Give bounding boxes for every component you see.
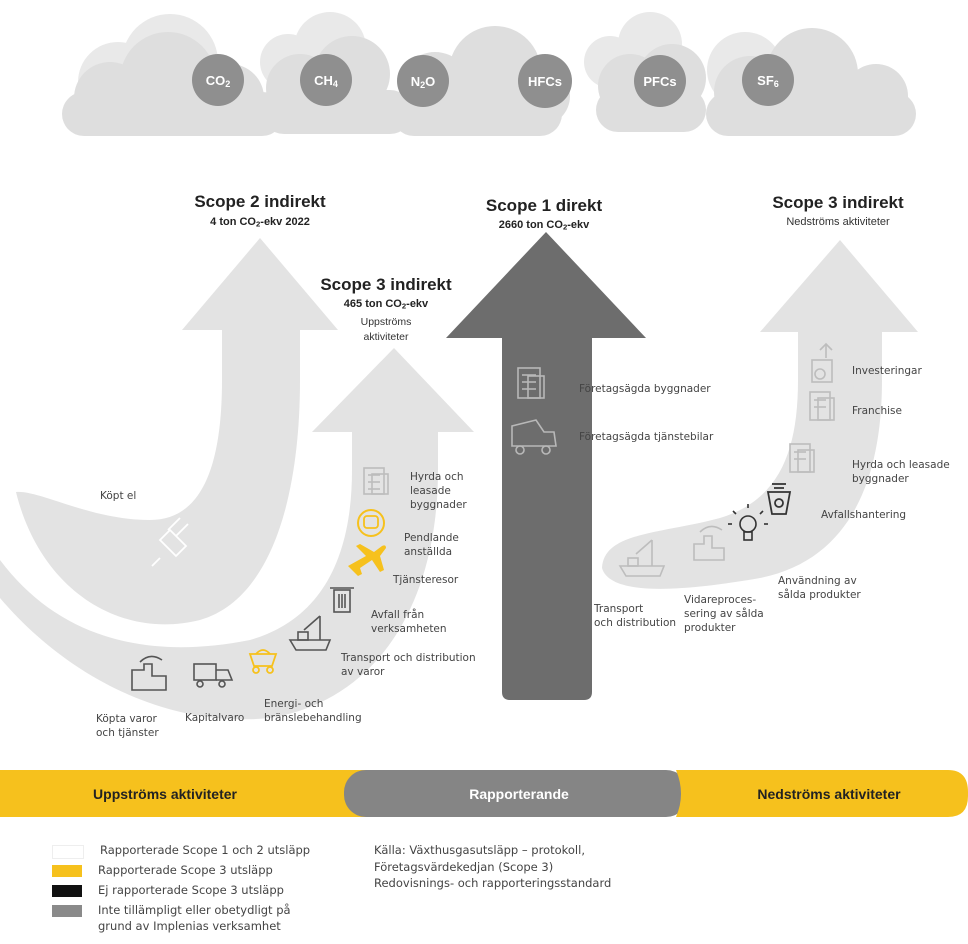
leased-building-icon xyxy=(363,467,389,495)
scope3-upstream-value: 465 ton CO2-ekv xyxy=(343,298,429,311)
legend-swatch-white xyxy=(52,845,84,859)
gas-label-hfcs: HFCs xyxy=(528,74,562,89)
electric-plug-icon xyxy=(151,517,189,567)
airplane-icon xyxy=(348,544,386,576)
label-avfallshantering: Avfallshantering xyxy=(821,509,907,521)
franchise-building-icon xyxy=(809,391,835,421)
scope3-downstream-arrow xyxy=(602,240,918,589)
scope2-title: Scope 2 indirekt xyxy=(194,192,326,211)
capital-truck-icon xyxy=(193,663,234,688)
bar-label-downstream: Nedströms aktiviteter xyxy=(757,785,901,802)
scope3-upstream-subtitle-1: Uppströms xyxy=(360,316,412,328)
investment-icon xyxy=(811,342,833,383)
bar-label-upstream: Uppströms aktiviteter xyxy=(93,785,237,802)
gas-circle-hfcs xyxy=(518,54,572,108)
processing-factory-icon xyxy=(693,525,725,561)
leased-building-down-icon xyxy=(789,443,815,473)
legend-swatch-gray xyxy=(52,905,82,917)
label-foretag-tjanstebilar: Företagsägda tjänstebilar xyxy=(579,431,714,443)
legend-item-reported-scope3: Rapporterade Scope 3 utsläpp xyxy=(52,863,273,877)
gas-circle-pfcs xyxy=(634,55,686,107)
scope1-arrow xyxy=(446,232,646,700)
scope2-arrow xyxy=(16,238,338,625)
legend-swatch-yellow xyxy=(52,865,82,877)
legend-swatch-black xyxy=(52,885,82,897)
legend-item-not-reported-scope3: Ej rapporterade Scope 3 utsläpp xyxy=(52,883,284,897)
scope3-downstream-subtitle: Nedströms aktiviteter xyxy=(786,216,890,228)
activity-bar xyxy=(0,770,968,817)
recycling-bin-icon xyxy=(766,483,792,515)
bar-label-reporting: Rapporterande xyxy=(469,785,569,802)
scope3-upstream-arrow xyxy=(0,348,474,720)
label-kopt-el: Köpt el xyxy=(100,490,137,502)
gas-label-ch4: CH4 xyxy=(314,73,338,89)
scope1-value: 2660 ton CO2-ekv xyxy=(498,219,590,232)
ship-crane-icon xyxy=(288,615,332,651)
light-bulb-icon xyxy=(728,504,768,541)
commuter-train-icon xyxy=(357,509,385,537)
gas-circle-n2o xyxy=(397,55,449,107)
label-foretag-byggnader: Företagsägda byggnader xyxy=(579,383,711,395)
label-kapitalvaro: Kapitalvaro xyxy=(185,712,245,724)
trash-bin-icon xyxy=(330,587,354,613)
scope3-upstream-title: Scope 3 indirekt xyxy=(320,275,452,294)
label-tjansteresor: Tjänsteresor xyxy=(393,574,459,586)
gas-circles xyxy=(192,54,794,108)
gas-label-co2: CO2 xyxy=(205,73,231,89)
label-franchise: Franchise xyxy=(852,405,902,417)
gas-label-pfcs: PFCs xyxy=(643,74,677,89)
factory-icon xyxy=(131,655,167,691)
transport-ship-icon xyxy=(618,539,666,577)
gas-circle-sf6 xyxy=(742,54,794,106)
label-investeringar: Investeringar xyxy=(852,365,922,377)
downstream-bar-segment xyxy=(676,770,968,817)
gas-label-n2o: N2O xyxy=(410,74,436,90)
truck-icon xyxy=(511,419,557,455)
building-icon xyxy=(517,367,545,399)
scope3-downstream-title: Scope 3 indirekt xyxy=(772,193,904,212)
scope2-value: 4 ton CO2-ekv 2022 xyxy=(210,216,310,229)
gas-circle-co2 xyxy=(192,54,244,106)
upstream-bar-segment xyxy=(0,770,366,817)
legend-item-reported-scope12: Rapporterade Scope 1 och 2 utsläpp xyxy=(52,843,310,859)
scope1-title: Scope 1 direkt xyxy=(485,196,603,215)
source-note: Källa: Växthusgasutsläpp – protokoll, Fö… xyxy=(374,843,612,891)
reporting-bar-segment xyxy=(344,770,688,817)
fuel-cart-icon xyxy=(248,649,278,674)
gas-label-sf6: SF6 xyxy=(757,73,779,89)
scope3-upstream-subtitle-2: aktiviteter xyxy=(363,331,409,343)
gas-circle-ch4 xyxy=(300,54,352,106)
